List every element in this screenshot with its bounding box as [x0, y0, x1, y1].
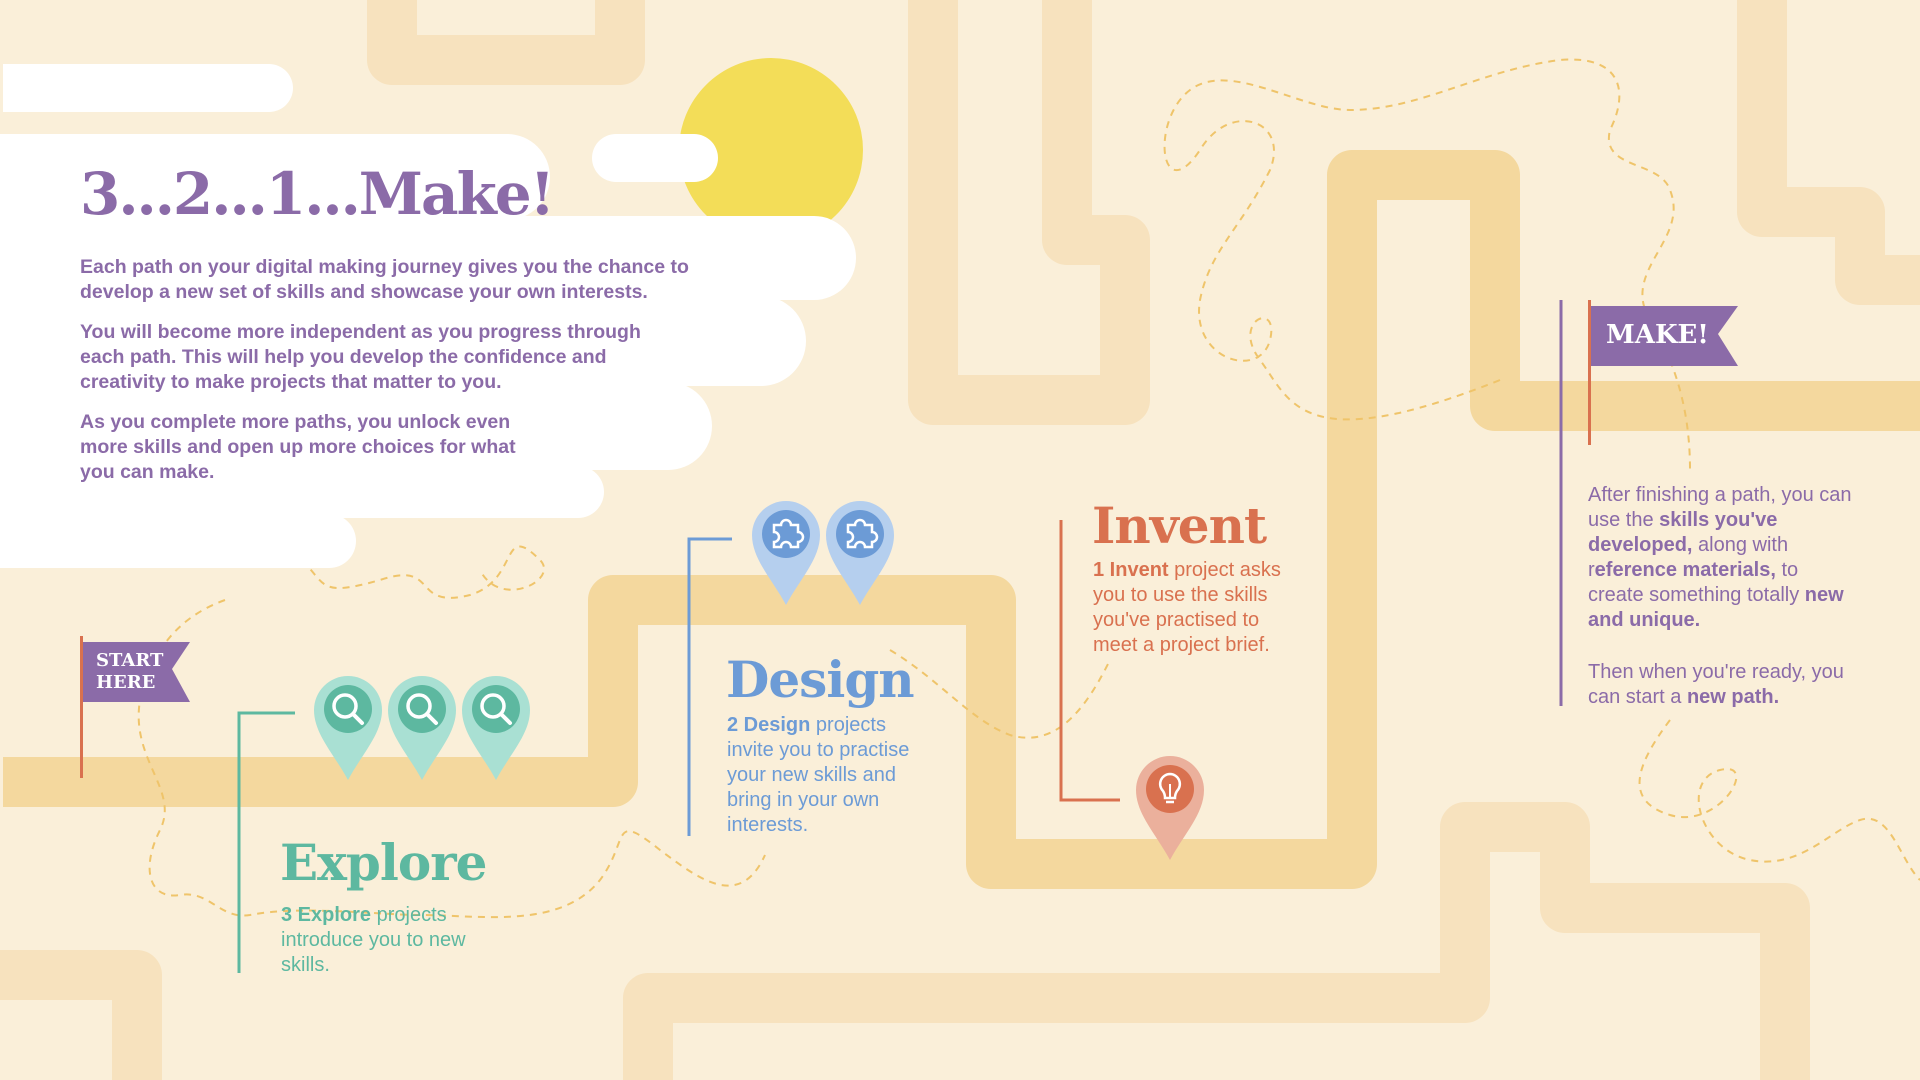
lightbulb-icon: [1136, 756, 1204, 860]
design-description: 2 Design projects invite you to practise…: [727, 713, 917, 838]
cloud-small-top: [3, 64, 293, 112]
invent-bracket: [1059, 520, 1120, 802]
make-text-2: along with r: [1588, 534, 1789, 581]
start-flag-line-1: START: [96, 650, 164, 671]
design-count: 2 Design: [727, 714, 811, 736]
design-bracket: [687, 537, 732, 836]
cloud-main-3: [0, 296, 806, 386]
make-text-3: to create something totally: [1588, 559, 1800, 606]
make-text-1: After finishing a path, you can use the: [1588, 484, 1852, 531]
puzzle-piece-icon: [752, 501, 820, 605]
explore-description: 3 Explore projects introduce you to new …: [281, 903, 481, 978]
explore-bracket: [237, 711, 295, 973]
make-divider: [1559, 300, 1563, 706]
cloud-main-4: [0, 382, 712, 470]
cloud-main-5: [0, 466, 604, 518]
start-flag-icon: [80, 636, 190, 778]
make-bold-new-path: new path.: [1686, 686, 1780, 708]
invent-description: 1 Invent project asks you to use the ski…: [1093, 558, 1303, 658]
magnifier-icon: [462, 676, 530, 780]
magnifier-icon: [314, 676, 382, 780]
intro-paragraph-2: You will become more independent as you …: [80, 321, 641, 393]
invent-count: 1 Invent: [1093, 559, 1169, 581]
cloud-main-1: [0, 134, 550, 220]
invent-heading: Invent: [1092, 496, 1267, 555]
design-heading: Design: [726, 650, 915, 709]
make-bold-unique: new and unique.: [1588, 584, 1844, 631]
make-paragraph-2: Then when you're ready, you can start a …: [1588, 660, 1853, 710]
invent-text: project asks you to use the skills you'v…: [1093, 559, 1281, 656]
journey-road: [3, 150, 1920, 889]
intro-paragraph-1: Each path on your digital making journey…: [80, 256, 689, 303]
explore-text: projects introduce you to new skills.: [281, 904, 466, 976]
make-paragraph-1: After finishing a path, you can use the …: [1588, 483, 1853, 633]
start-flag-line-2: HERE: [96, 672, 156, 693]
sun-icon: [679, 58, 863, 242]
explore-heading: Explore: [280, 833, 487, 892]
make-bold-skills: skills you've developed,: [1588, 509, 1778, 556]
make-flag-icon: [1588, 300, 1738, 445]
make-flag-label: MAKE!: [1606, 320, 1709, 350]
design-text: projects invite you to practise your new…: [727, 714, 910, 836]
magnifier-icon: [388, 676, 456, 780]
page-title: 3...2...1...Make!: [80, 160, 555, 228]
make-bold-reference: eference materials,: [1594, 559, 1776, 581]
intro-paragraph-3: As you complete more paths, you unlock e…: [80, 411, 516, 483]
cloud-main-2: [0, 216, 856, 300]
cloud-small-right: [592, 134, 718, 182]
make-text-4: Then when you're ready, you can start a: [1588, 661, 1844, 708]
puzzle-piece-icon: [826, 501, 894, 605]
explore-count: 3 Explore: [281, 904, 372, 926]
cloud-main-6: [0, 514, 356, 568]
